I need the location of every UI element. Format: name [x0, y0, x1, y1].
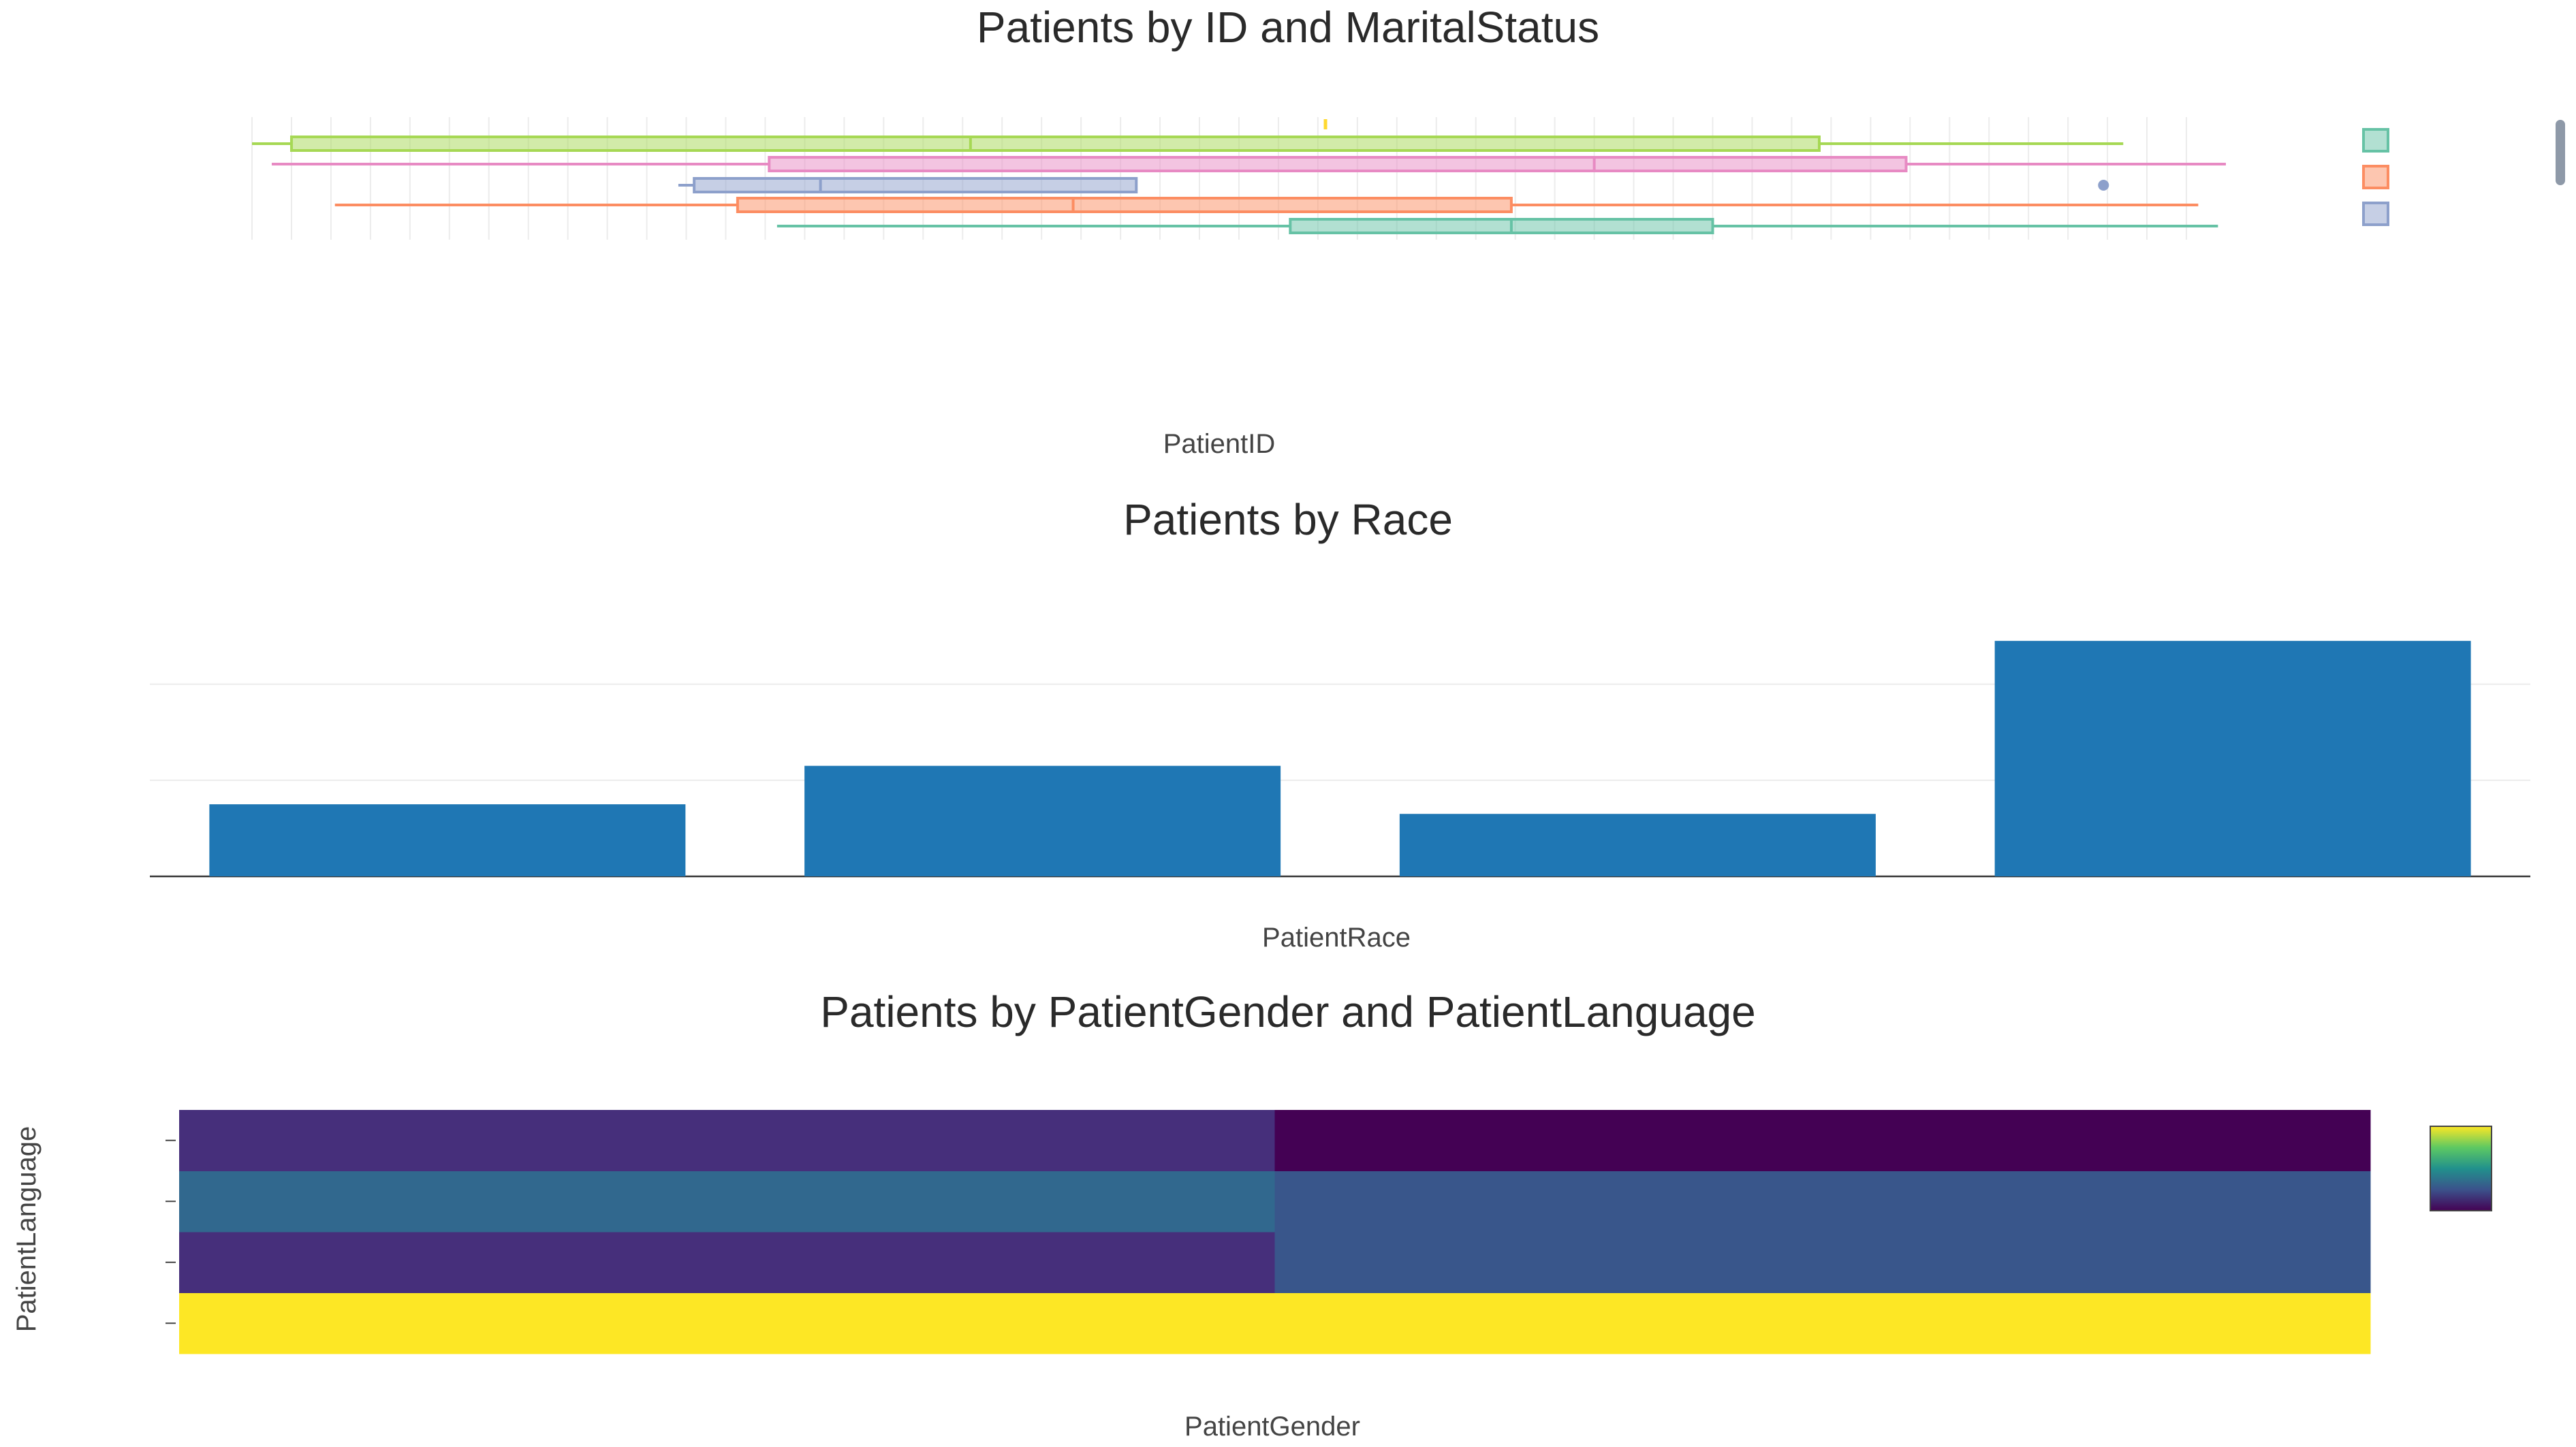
bar-african-american[interactable]	[209, 804, 686, 876]
box-trace-divorced-divorced	[776, 218, 2218, 234]
heat-cell-english-male[interactable]	[1274, 1292, 2371, 1354]
heatmap-chart: Patients by PatientGender and PatientLan…	[12, 987, 2492, 1442]
box-trace-married-divorced	[334, 197, 2199, 213]
bar-chart-x-axis-title: PatientRace	[1262, 923, 1411, 953]
box-trace-married-separated	[271, 156, 2226, 172]
bar-white[interactable]	[1994, 641, 2471, 876]
legend-item-separated[interactable]	[2362, 202, 2389, 226]
box-body	[768, 156, 1908, 172]
bar-chart-title: Patients by Race	[1123, 495, 1453, 544]
legend-swatch	[2362, 165, 2389, 189]
bar-asian[interactable]	[804, 765, 1281, 876]
heatmap-y-axis-title: PatientLanguage	[12, 1126, 42, 1333]
box-body	[693, 177, 1138, 193]
box-chart-legend[interactable]	[2362, 128, 2389, 226]
legend-item-divorced[interactable]	[2362, 128, 2389, 153]
heat-cell-unknown-female[interactable]	[179, 1110, 1275, 1171]
box-body	[1289, 218, 1714, 234]
heatmap-y-axis	[166, 1139, 176, 1324]
heatmap-title: Patients by PatientGender and PatientLan…	[820, 987, 1755, 1036]
legend-swatch	[2362, 202, 2389, 226]
box-body	[736, 197, 1513, 213]
box-outlier-point	[2098, 180, 2109, 191]
heat-cell-spanish-female[interactable]	[179, 1171, 1275, 1233]
box-trace-separated-separated	[678, 177, 2109, 193]
box-chart-x-axis-title: PatientID	[1163, 429, 1276, 459]
box-trace-unknown-unknown	[252, 136, 2124, 152]
heatmap-colorbar	[2430, 1126, 2492, 1211]
heatmap-x-axis-title: PatientGender	[1184, 1412, 1360, 1442]
legend-scrollbar[interactable]	[2556, 120, 2565, 185]
bar-chart: Patients by Race PatientRace	[150, 495, 2530, 953]
box-chart-title: Patients by ID and MaritalStatus	[977, 3, 1599, 52]
heat-cell-english-female[interactable]	[179, 1292, 1275, 1354]
legend-item-married[interactable]	[2362, 165, 2389, 189]
legend-swatch	[2362, 128, 2389, 153]
box-chart-plot-area[interactable]	[252, 119, 2226, 234]
heat-cell-spanish-male[interactable]	[1274, 1171, 2371, 1233]
box-body	[289, 136, 1821, 152]
box-chart: Patients by ID and MaritalStatus Patient…	[251, 3, 2565, 459]
bar-chart-plot-area[interactable]	[209, 641, 2471, 876]
heat-cell-icelandic-female[interactable]	[179, 1232, 1275, 1293]
heat-cell-unknown-male[interactable]	[1274, 1110, 2371, 1171]
heat-cell-icelandic-male[interactable]	[1274, 1232, 2371, 1293]
bar-unknown[interactable]	[1399, 814, 1876, 876]
heatmap-plot-area[interactable]	[179, 1110, 2371, 1354]
